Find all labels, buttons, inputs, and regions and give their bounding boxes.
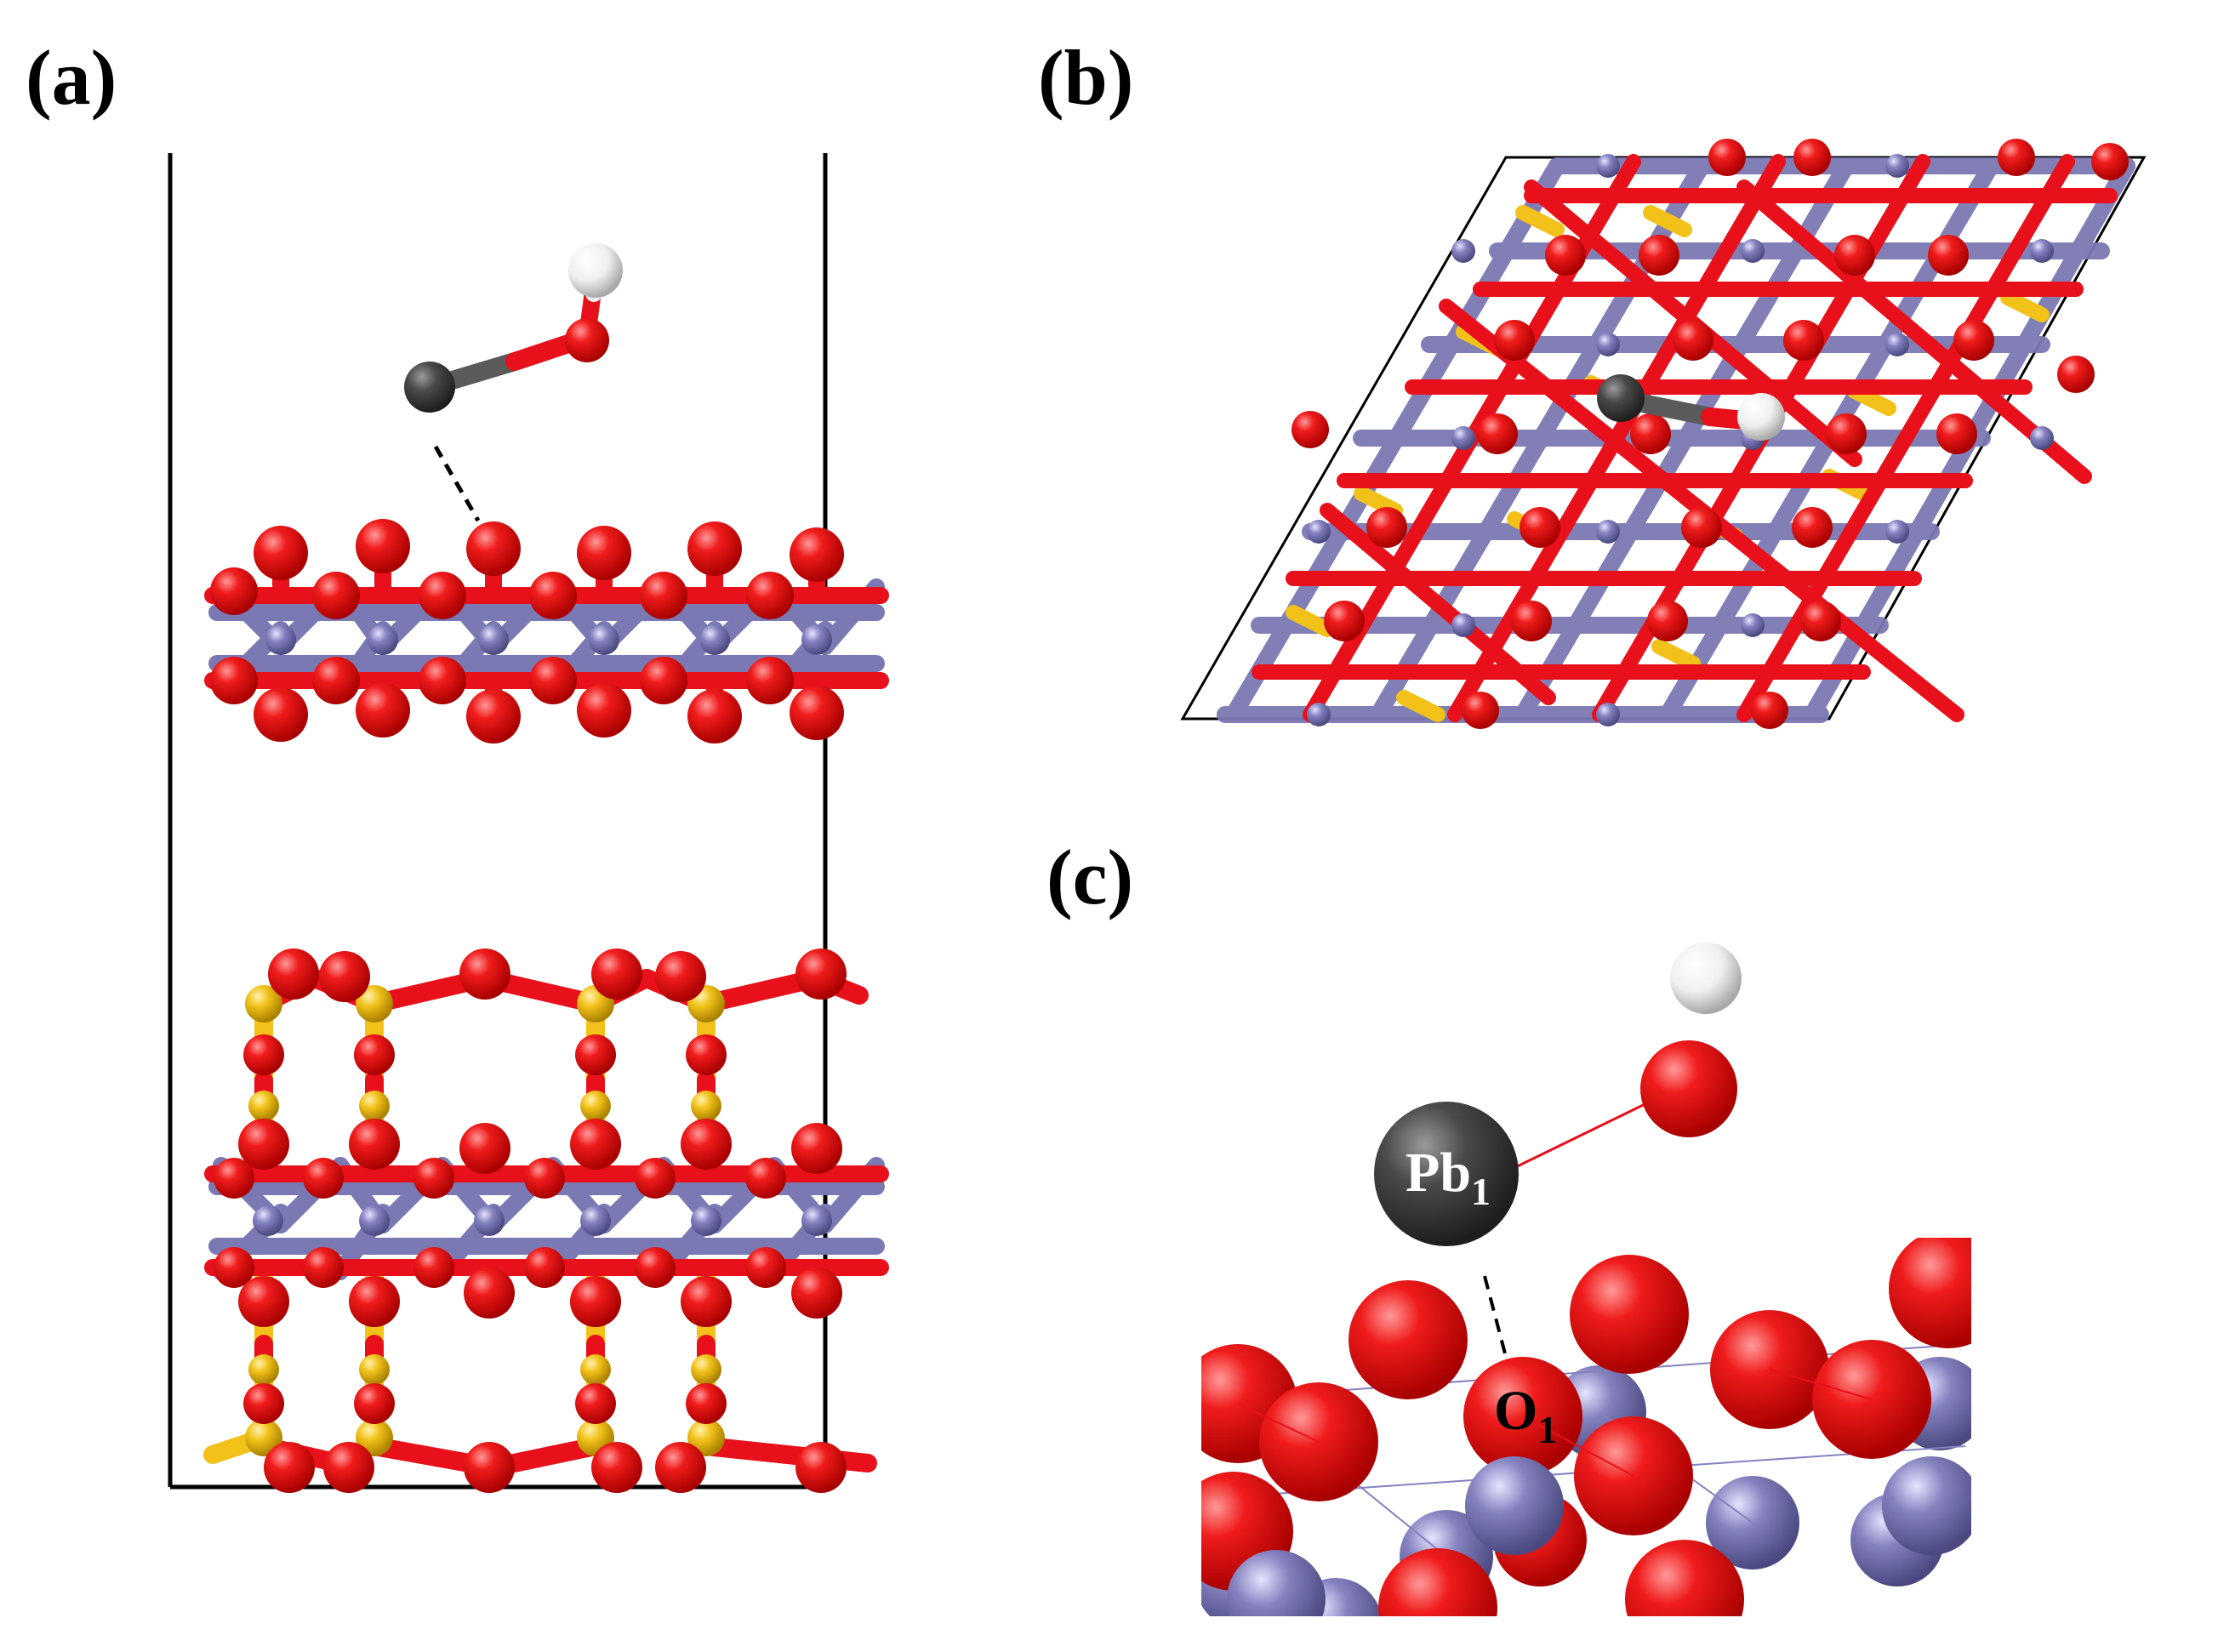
oxygen-atom <box>565 318 609 362</box>
hexagonal-lattice <box>1217 139 2135 729</box>
panel-label-a: (a) <box>26 34 117 121</box>
panel-b-top-view <box>1180 139 2147 729</box>
panel-a-side-view <box>168 153 889 1493</box>
adsorbed-pb-oh-molecule-a <box>404 243 623 522</box>
panel-label-b: (b) <box>1038 34 1134 121</box>
o1-label: O1 <box>1494 1380 1557 1451</box>
lead-atom-pb1 <box>1374 1102 1519 1246</box>
pb1-label: Pb1 <box>1405 1142 1491 1213</box>
pb-o-contact-line <box>433 445 481 522</box>
adsorbed-pb-oh-molecule-b <box>1597 374 1785 441</box>
panel-label-c: (c) <box>1046 834 1134 920</box>
lead-atom-top <box>1597 374 1645 422</box>
lower-substrate-slab <box>203 948 889 1493</box>
pb-o-bond <box>1501 1091 1668 1176</box>
hydrogen-atom <box>568 243 623 298</box>
upper-oxide-slab <box>204 519 889 743</box>
panel-c-close-up: Pb1 O1 <box>1201 943 1971 1616</box>
surface-close-up <box>1201 1238 1971 1616</box>
lead-atom <box>404 362 455 413</box>
hydroxyl-hydrogen-atom <box>1670 943 1742 1014</box>
hydrogen-atom-top <box>1737 393 1785 441</box>
adsorbed-pb-oh-molecule-c <box>1374 943 1742 1358</box>
pb-o1-contact-line <box>1483 1275 1508 1358</box>
hydroxyl-oxygen-atom <box>1640 1040 1737 1137</box>
